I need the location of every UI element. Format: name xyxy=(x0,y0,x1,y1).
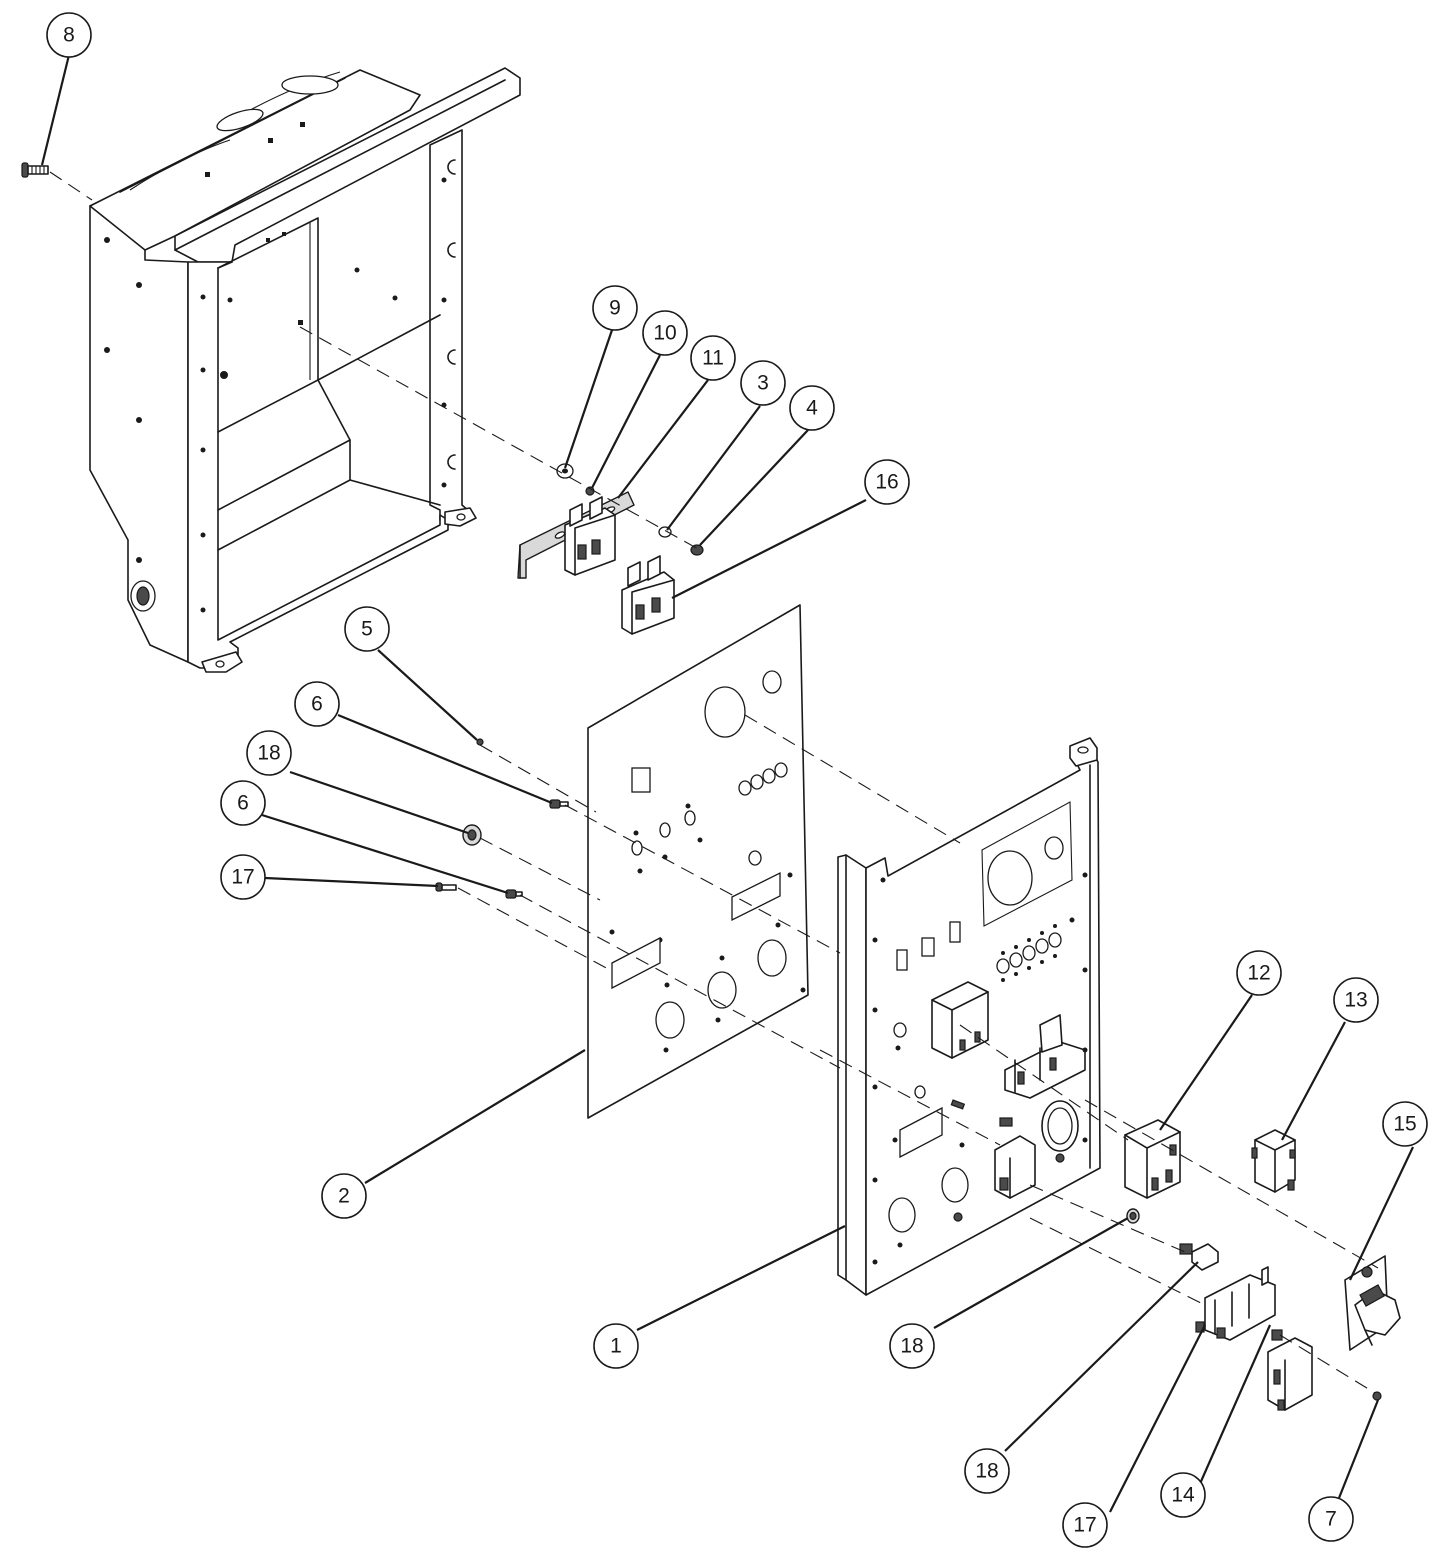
svg-text:17: 17 xyxy=(1073,1514,1096,1537)
callout-10: 10 xyxy=(642,310,688,356)
enclosure-box xyxy=(89,67,521,673)
part-14-breaker-single xyxy=(1267,1329,1313,1411)
svg-text:14: 14 xyxy=(1171,1484,1195,1507)
callout-8: 8 xyxy=(46,12,92,58)
callout-3: 3 xyxy=(740,360,786,406)
part-17-breaker-triple xyxy=(1195,1266,1276,1341)
svg-text:18: 18 xyxy=(900,1335,923,1358)
svg-text:10: 10 xyxy=(653,322,676,345)
part-15-disconnect-switch xyxy=(1344,1255,1401,1351)
part-17-screw-left xyxy=(435,882,457,892)
svg-text:18: 18 xyxy=(975,1460,998,1483)
part-2-panel-sheet xyxy=(587,604,809,1119)
svg-text:6: 6 xyxy=(237,792,249,815)
part-1-mounting-panel xyxy=(837,737,1101,1296)
callout-18-mid: 18 xyxy=(889,1323,935,1369)
part-5-screw xyxy=(476,738,484,746)
callout-9: 9 xyxy=(592,285,638,331)
svg-text:12: 12 xyxy=(1247,962,1270,985)
part-6-screw-lower xyxy=(505,889,523,899)
part-16-contactor-upper xyxy=(564,496,616,576)
callout-15: 15 xyxy=(1382,1101,1428,1147)
leader-lines xyxy=(40,54,1414,1513)
svg-text:18: 18 xyxy=(257,742,280,765)
svg-text:6: 6 xyxy=(311,693,323,716)
svg-text:1: 1 xyxy=(610,1335,622,1358)
callout-4: 4 xyxy=(789,385,835,431)
callout-6-lower: 6 xyxy=(220,780,266,826)
callout-11: 11 xyxy=(690,335,736,381)
callout-18-left: 18 xyxy=(246,730,292,776)
callout-7: 7 xyxy=(1308,1496,1354,1542)
part-18-grommet-right xyxy=(1126,1208,1140,1224)
svg-text:3: 3 xyxy=(757,372,769,395)
svg-text:9: 9 xyxy=(609,297,621,320)
svg-text:11: 11 xyxy=(702,347,724,370)
svg-text:4: 4 xyxy=(806,397,818,420)
part-12-relay xyxy=(1124,1119,1181,1199)
part-7-nut xyxy=(1372,1391,1382,1401)
callout-12: 12 xyxy=(1236,950,1282,996)
callout-17-right: 17 xyxy=(1062,1502,1108,1548)
svg-text:7: 7 xyxy=(1325,1508,1337,1531)
callout-16: 16 xyxy=(864,459,910,505)
callout-14: 14 xyxy=(1160,1472,1206,1518)
callout-1: 1 xyxy=(593,1323,639,1369)
part-8-screw xyxy=(21,162,49,178)
svg-text:13: 13 xyxy=(1344,989,1367,1012)
callout-17-left: 17 xyxy=(220,854,266,900)
part-18-pushbutton xyxy=(1179,1243,1219,1271)
callout-2: 2 xyxy=(321,1173,367,1219)
callout-18-right: 18 xyxy=(964,1448,1010,1494)
svg-text:8: 8 xyxy=(63,24,75,47)
part-13-relay-small xyxy=(1251,1129,1296,1193)
callout-5: 5 xyxy=(344,606,390,652)
part-18-grommet-left xyxy=(462,824,482,846)
svg-text:5: 5 xyxy=(361,618,373,641)
part-9-washer xyxy=(556,463,574,479)
callout-6-upper: 6 xyxy=(294,681,340,727)
svg-text:17: 17 xyxy=(231,866,254,889)
part-4-nut xyxy=(690,544,704,556)
part-16-contactor-lower xyxy=(621,555,675,635)
part-6-screw-upper xyxy=(549,799,569,809)
svg-text:2: 2 xyxy=(338,1185,350,1208)
callout-13: 13 xyxy=(1333,977,1379,1023)
assembly-lines xyxy=(49,171,1379,1394)
svg-text:15: 15 xyxy=(1393,1113,1416,1136)
svg-text:16: 16 xyxy=(875,471,898,494)
